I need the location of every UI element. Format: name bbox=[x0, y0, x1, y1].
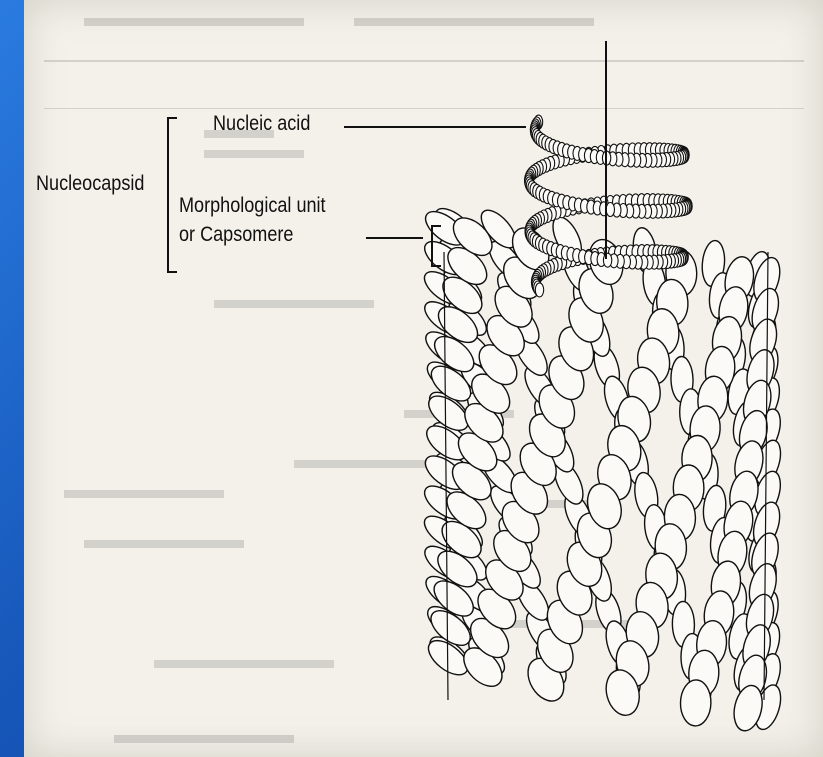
label-capsomere: or Capsomere bbox=[179, 223, 293, 248]
label-morphological-unit: Morphological unit bbox=[179, 194, 326, 219]
label-nucleocapsid: Nucleocapsid bbox=[36, 172, 144, 197]
nucleotide-bead bbox=[606, 203, 614, 217]
capsid-cylinder-icon bbox=[419, 202, 785, 733]
nucleocapsid-bracket bbox=[168, 118, 176, 272]
nucleotide-bead bbox=[535, 283, 543, 297]
capsomere bbox=[680, 680, 712, 727]
label-nucleic-acid: Nucleic acid bbox=[213, 112, 310, 137]
nucleotide-bead bbox=[603, 253, 611, 267]
